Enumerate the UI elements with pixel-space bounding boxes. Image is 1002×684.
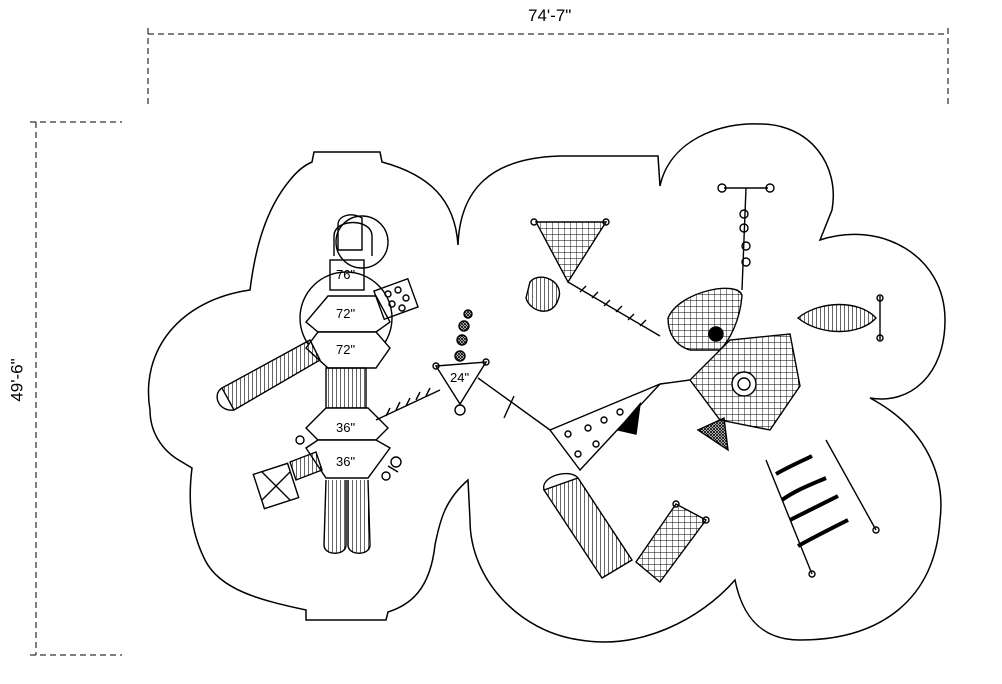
- rock-climber-panel: [373, 277, 419, 321]
- hourglass-net: [635, 500, 710, 584]
- width-dimension-line: [147, 28, 949, 106]
- connector-mark: [503, 395, 515, 419]
- post-marker: [295, 435, 305, 445]
- diamond-deck: [667, 287, 743, 351]
- deck-height-76: 76": [336, 267, 355, 282]
- deck-height-72-a: 72": [336, 306, 355, 321]
- ladder-bridge-upper: [567, 281, 661, 337]
- deck-height-36-b: 36": [336, 454, 355, 469]
- triangle-platform-24: [432, 358, 490, 416]
- connector-line-right: [659, 379, 691, 385]
- net-climber-top: [530, 218, 610, 284]
- spinner-handle: [381, 456, 402, 481]
- small-climber-bottom: [696, 416, 729, 452]
- deck-height-72-b: 72": [336, 342, 355, 357]
- access-stairs: [252, 451, 323, 510]
- stepping-pods: [454, 309, 473, 362]
- balance-log-right: [796, 294, 884, 342]
- safety-zone-boundary: [147, 123, 946, 643]
- shell-spinner: [525, 276, 561, 312]
- deck-height-24: 24": [450, 370, 469, 385]
- connector-line: [477, 377, 551, 431]
- overall-width-label: 74'-7": [528, 6, 572, 25]
- tube-slide-right: [542, 472, 633, 579]
- loop-ladder-top: [717, 183, 775, 291]
- triangle-climber-mid: [548, 383, 661, 472]
- tube-slide-left: [216, 339, 321, 411]
- height-dimension-line: [30, 121, 122, 656]
- tower-structure: [299, 214, 393, 479]
- deck-height-36-a: 36": [336, 420, 355, 435]
- chain-bridge: [375, 387, 441, 421]
- horizontal-ladder-right: [765, 439, 880, 578]
- double-slide-bottom: [323, 479, 371, 554]
